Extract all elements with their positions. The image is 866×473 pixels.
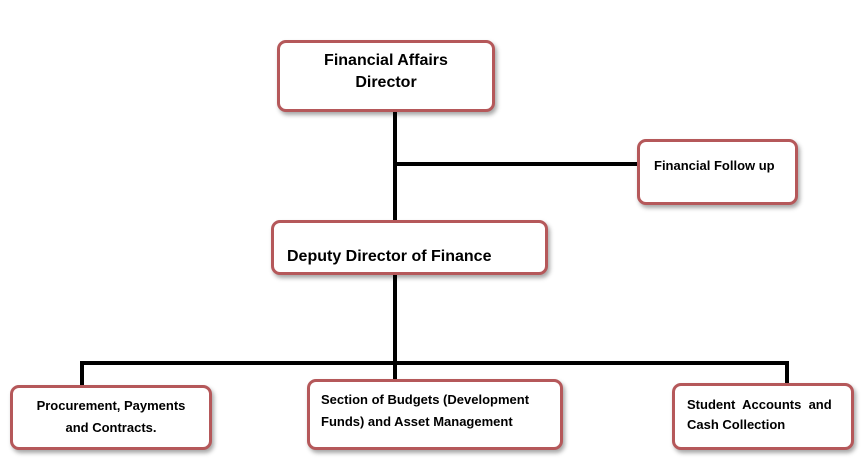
node-budgets-line1: Section of Budgets (Development <box>321 392 530 407</box>
node-budgets-line2: Funds) and Asset Management <box>321 414 513 429</box>
node-student-line1: Student Accounts and <box>687 397 832 412</box>
node-financial-affairs-director: Financial Affairs Director <box>277 40 495 112</box>
node-student-line2: Cash Collection <box>687 417 786 432</box>
node-followup-label: Financial Follow up <box>654 158 775 173</box>
node-procurement-line1: Procurement, Payments <box>36 398 186 413</box>
node-director-line1: Financial Affairs <box>324 52 448 69</box>
node-financial-follow-up: Financial Follow up <box>637 139 798 205</box>
node-director-line2: Director <box>355 74 417 91</box>
node-procurement-line2: and Contracts. <box>65 420 157 435</box>
node-procurement-payments-contracts: Procurement, Payments and Contracts. <box>10 385 212 450</box>
node-student-accounts-cash-collection: Student Accounts and Cash Collection <box>672 383 854 450</box>
node-deputy-director-of-finance: Deputy Director of Finance <box>271 220 548 275</box>
node-budgets-asset-management: Section of Budgets (Development Funds) a… <box>307 379 563 450</box>
node-deputy-label: Deputy Director of Finance <box>287 248 492 265</box>
